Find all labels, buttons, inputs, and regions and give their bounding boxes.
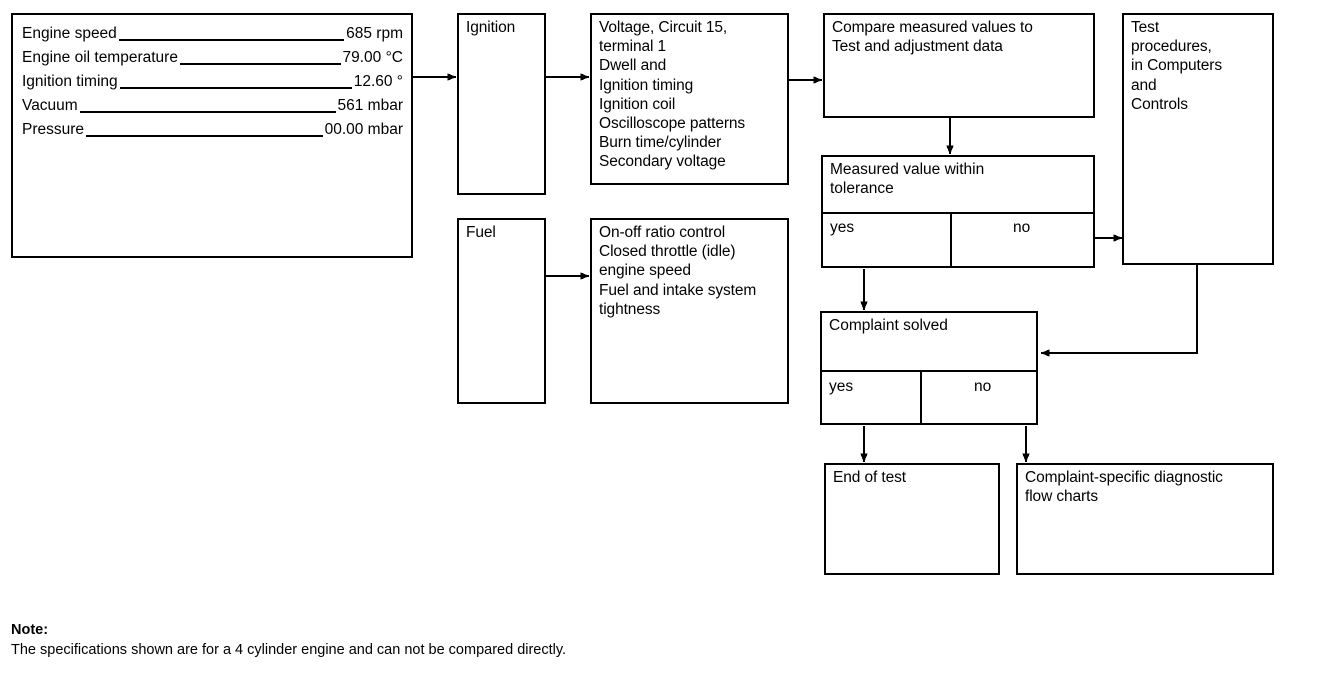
tolerance-no-cell[interactable]: no bbox=[1013, 219, 1031, 236]
compare-values-text: Compare measured values to Test and adju… bbox=[832, 19, 1033, 56]
fuel-detail-box: On-off ratio control Closed throttle (id… bbox=[590, 218, 789, 404]
spec-label: Pressure bbox=[22, 119, 87, 141]
measured-value-tolerance-box: Measured value within tolerance yes no bbox=[821, 155, 1095, 268]
ignition-detail-text: Voltage, Circuit 15, terminal 1 Dwell an… bbox=[599, 19, 746, 171]
fuel-detail-text: On-off ratio control Closed throttle (id… bbox=[599, 224, 757, 318]
spec-value: 561 mbar bbox=[335, 95, 403, 117]
tolerance-divider bbox=[823, 212, 1093, 214]
tolerance-cell-split bbox=[950, 212, 952, 266]
spec-value: 00.00 mbar bbox=[322, 119, 403, 141]
end-of-test-text: End of test bbox=[833, 469, 907, 486]
spec-row: Engine oil temperature 79.00 °C bbox=[22, 47, 403, 69]
note-body: The specifications shown are for a 4 cyl… bbox=[11, 642, 567, 658]
complaint-heading: Complaint solved bbox=[829, 317, 948, 334]
spec-row: Pressure 00.00 mbar bbox=[22, 119, 403, 141]
complaint-yes-cell[interactable]: yes bbox=[829, 378, 854, 395]
arrow-test-procedures-to-complaint bbox=[1040, 265, 1199, 357]
fuel-category-label: Fuel bbox=[466, 224, 496, 241]
complaint-no-cell[interactable]: no bbox=[974, 378, 992, 395]
spec-row: Ignition timing 12.60 ° bbox=[22, 71, 403, 93]
complaint-specific-flow-charts-box: Complaint-specific diagnostic flow chart… bbox=[1016, 463, 1274, 575]
leader-line bbox=[22, 135, 403, 137]
tolerance-heading: Measured value within tolerance bbox=[830, 161, 985, 198]
complaint-divider bbox=[822, 370, 1036, 372]
ignition-category-label: Ignition bbox=[466, 19, 516, 36]
test-procedures-box: Test procedures, in Computers and Contro… bbox=[1122, 13, 1274, 265]
note-block: Note: The specifications shown are for a… bbox=[11, 620, 911, 660]
leader-line bbox=[22, 63, 403, 65]
leader-line bbox=[22, 39, 403, 41]
spec-value: 12.60 ° bbox=[351, 71, 403, 93]
spec-row: Engine speed 685 rpm bbox=[22, 23, 403, 45]
ignition-detail-box: Voltage, Circuit 15, terminal 1 Dwell an… bbox=[590, 13, 789, 185]
spec-value: 685 rpm bbox=[344, 23, 403, 45]
flow-charts-text: Complaint-specific diagnostic flow chart… bbox=[1025, 469, 1223, 506]
test-procedures-text: Test procedures, in Computers and Contro… bbox=[1131, 19, 1222, 113]
complaint-solved-box: Complaint solved yes no bbox=[820, 311, 1038, 425]
spec-label: Engine oil temperature bbox=[22, 47, 180, 69]
spec-label: Ignition timing bbox=[22, 71, 120, 93]
spec-value: 79.00 °C bbox=[340, 47, 403, 69]
ignition-category-box: Ignition bbox=[457, 13, 546, 195]
compare-values-box: Compare measured values to Test and adju… bbox=[823, 13, 1095, 118]
spec-row: Vacuum 561 mbar bbox=[22, 95, 403, 117]
tolerance-yes-cell[interactable]: yes bbox=[830, 219, 855, 236]
note-title: Note: bbox=[11, 622, 49, 638]
leader-line bbox=[22, 87, 403, 89]
spec-label: Engine speed bbox=[22, 23, 119, 45]
end-of-test-box: End of test bbox=[824, 463, 1000, 575]
spec-label: Vacuum bbox=[22, 95, 80, 117]
engine-specification-box: Engine speed 685 rpm Engine oil temperat… bbox=[11, 13, 413, 258]
fuel-category-box: Fuel bbox=[457, 218, 546, 404]
leader-line bbox=[22, 111, 403, 113]
complaint-cell-split bbox=[920, 370, 922, 423]
